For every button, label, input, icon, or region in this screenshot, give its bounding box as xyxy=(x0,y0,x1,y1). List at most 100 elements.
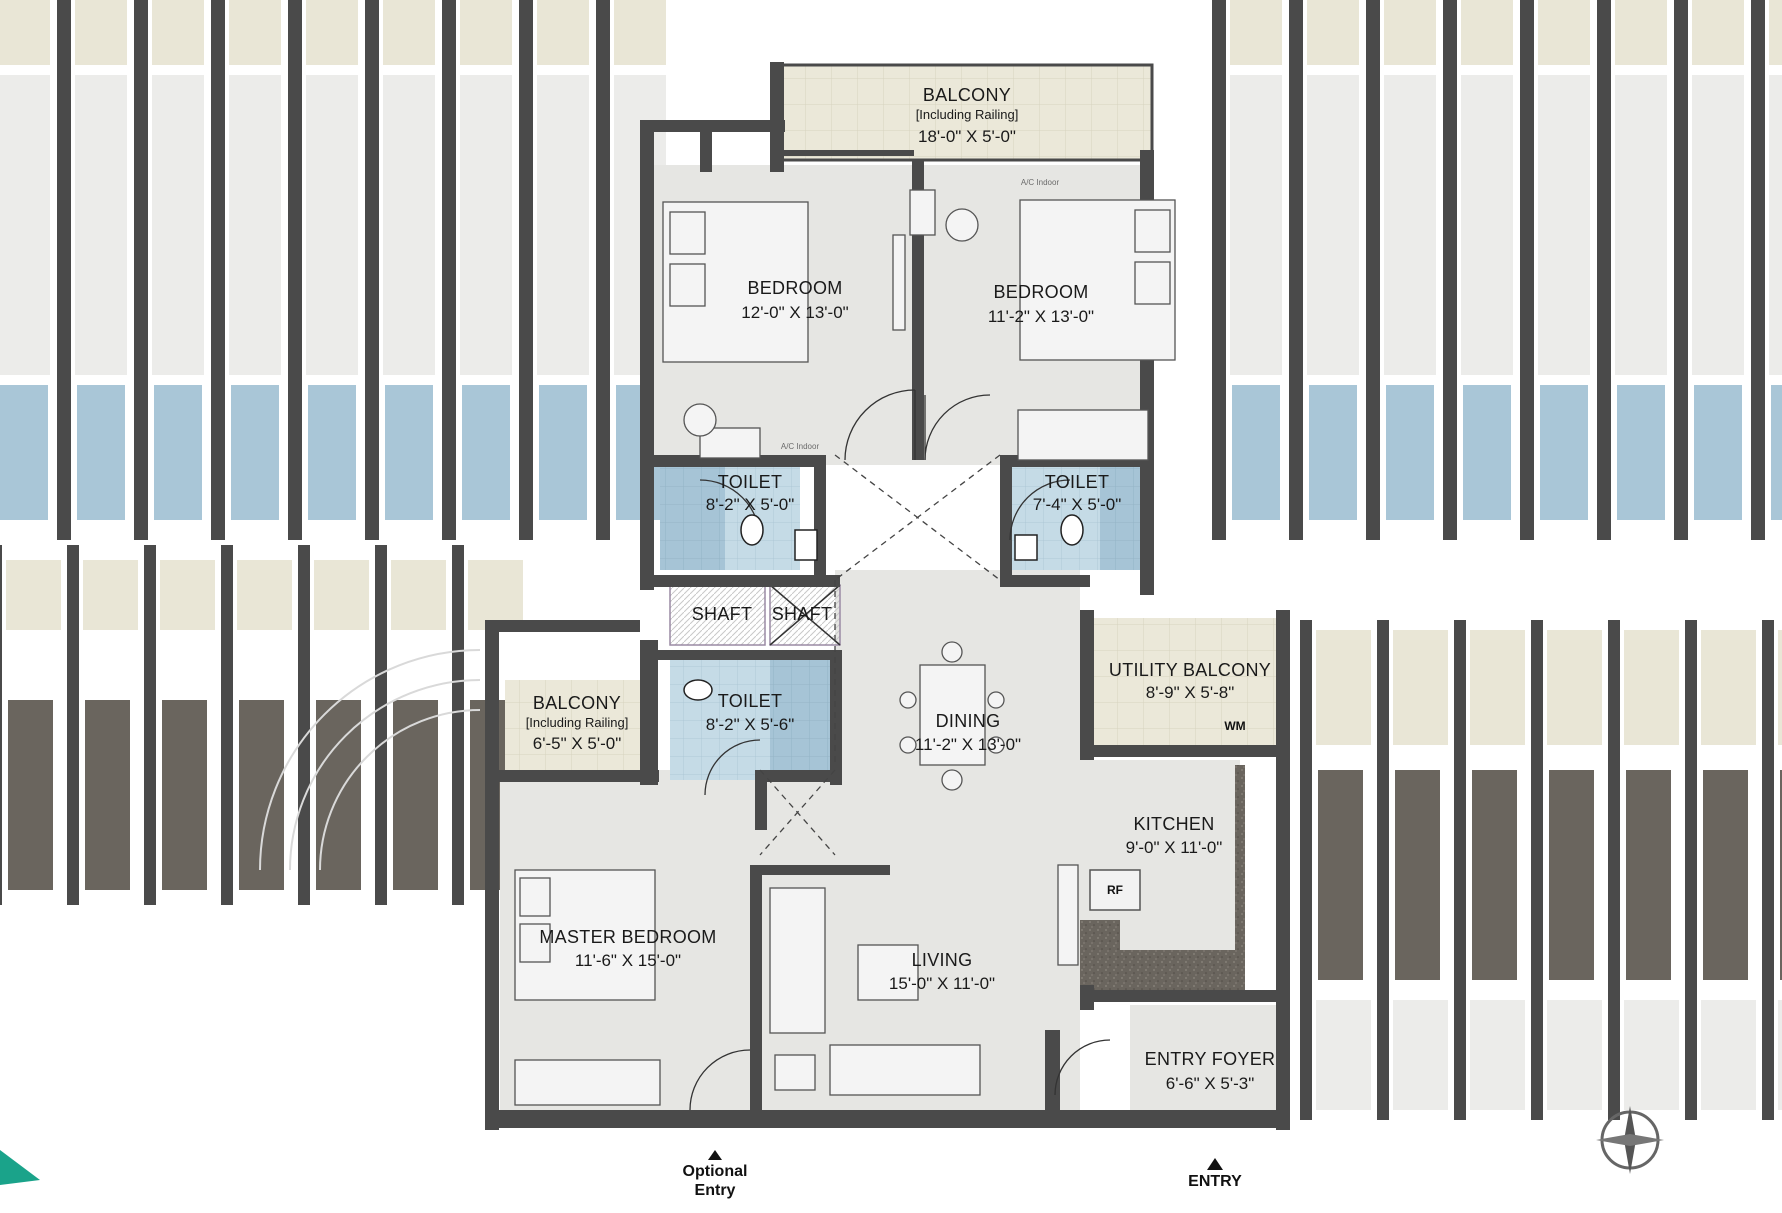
neighbour-toilet xyxy=(1617,385,1665,520)
kitchen-label: KITCHEN xyxy=(1133,814,1214,834)
neighbour-wall xyxy=(1674,0,1688,540)
neighbour-balcony xyxy=(229,0,281,65)
balcony-top-note: [Including Railing] xyxy=(916,107,1019,122)
neighbour-wall xyxy=(1531,620,1543,1120)
balcony-top-size: 18'-0" X 5'-0" xyxy=(918,127,1016,146)
neighbour-foyer xyxy=(1624,1000,1679,1110)
neighbour-balcony xyxy=(391,560,446,630)
neighbour-wall xyxy=(452,545,464,905)
ac-indoor-label-1: A/C Indoor xyxy=(1021,178,1060,187)
neighbour-wall xyxy=(298,545,310,905)
kitchen-size: 9'-0" X 11'-0" xyxy=(1126,838,1223,857)
neighbour-counter xyxy=(1780,770,1782,980)
neighbour-balcony xyxy=(1307,0,1359,65)
neighbour-balcony xyxy=(1393,630,1448,745)
balcony-left-floor xyxy=(505,680,640,775)
neighbour-balcony xyxy=(1384,0,1436,65)
neighbour-room xyxy=(383,75,435,375)
toilet-left-label: TOILET xyxy=(718,472,782,492)
neighbour-counter xyxy=(1395,770,1440,980)
utility-balcony-size: 8'-9" X 5'-8" xyxy=(1146,683,1235,702)
neighbour-wall xyxy=(144,545,156,905)
neighbour-wall xyxy=(57,0,71,540)
toilet-master-shower xyxy=(770,660,835,780)
neighbour-room xyxy=(1384,75,1436,375)
neighbour-wall xyxy=(1520,0,1534,540)
neighbour-foyer xyxy=(1778,1000,1782,1110)
neighbour-room xyxy=(306,75,358,375)
neighbour-balcony xyxy=(1692,0,1744,65)
neighbour-room xyxy=(1307,75,1359,375)
neighbour-counter xyxy=(1626,770,1671,980)
utility-balcony-floor xyxy=(1090,618,1285,746)
neighbour-wall xyxy=(1443,0,1457,540)
neighbour-counter xyxy=(162,700,207,890)
neighbour-balcony xyxy=(1778,630,1782,745)
refrigerator xyxy=(1089,869,1141,911)
neighbour-foyer xyxy=(1547,1000,1602,1110)
neighbour-wall xyxy=(519,0,533,540)
neighbour-counter xyxy=(1549,770,1594,980)
optional-entry-line1: Optional xyxy=(683,1163,748,1180)
neighbour-wall xyxy=(1212,0,1226,540)
neighbour-wall xyxy=(375,545,387,905)
neighbour-toilet xyxy=(154,385,202,520)
neighbour-wall xyxy=(1366,0,1380,540)
neighbour-balcony xyxy=(6,560,61,630)
shaft-2-label: SHAFT xyxy=(772,604,833,624)
neighbour-toilet xyxy=(1309,385,1357,520)
neighbour-balcony xyxy=(160,560,215,630)
neighbour-counter xyxy=(1318,770,1363,980)
utility-balcony-label: UTILITY BALCONY xyxy=(1109,660,1271,680)
neighbour-toilet xyxy=(1540,385,1588,520)
apartment-plan xyxy=(485,62,1290,1130)
ac-indoor-label-2: A/C Indoor xyxy=(781,442,820,451)
bedroom-right-size: 11'-2" X 13'-0" xyxy=(988,307,1094,326)
neighbour-units xyxy=(0,0,1782,1120)
wm-label: WM xyxy=(1224,719,1245,733)
toilet-fixtures xyxy=(683,514,1084,701)
neighbour-balcony xyxy=(1230,0,1282,65)
dining-size: 11'-2" X 13'-0" xyxy=(915,735,1021,754)
bedroom-left-label: BEDROOM xyxy=(747,278,842,298)
neighbour-balcony xyxy=(460,0,512,65)
neighbour-foyer xyxy=(1316,1000,1371,1110)
neighbour-room xyxy=(1615,75,1667,375)
neighbour-foyer xyxy=(1470,1000,1525,1110)
main-entry-arrow xyxy=(1207,1158,1223,1170)
main-entry-label: ENTRY xyxy=(1188,1173,1242,1190)
dining-chairs xyxy=(683,208,1005,791)
foyer-floor xyxy=(1130,1005,1285,1115)
neighbour-toilet xyxy=(539,385,587,520)
neighbour-wall xyxy=(1377,620,1389,1120)
neighbour-balcony xyxy=(314,560,369,630)
neighbour-room xyxy=(1461,75,1513,375)
balcony-left-note: [Including Railing] xyxy=(526,715,629,730)
neighbour-wall xyxy=(1685,620,1697,1120)
neighbour-room xyxy=(0,75,50,375)
neighbour-toilet xyxy=(1463,385,1511,520)
neighbour-balcony xyxy=(1624,630,1679,745)
walls xyxy=(485,62,1290,1130)
neighbour-counter xyxy=(393,700,438,890)
neighbour-room xyxy=(1769,75,1782,375)
neighbour-room xyxy=(1230,75,1282,375)
neighbour-wall xyxy=(1300,620,1312,1120)
neighbour-wall xyxy=(1289,0,1303,540)
neighbour-wall xyxy=(1762,620,1774,1120)
neighbour-toilet xyxy=(77,385,125,520)
neighbour-wall xyxy=(442,0,456,540)
neighbour-balcony xyxy=(614,0,666,65)
neighbour-balcony xyxy=(1701,630,1756,745)
neighbour-balcony xyxy=(468,560,523,630)
shaft-cross xyxy=(769,584,841,646)
optional-entry-line2: Entry xyxy=(695,1182,736,1199)
neighbour-toilet xyxy=(1232,385,1280,520)
neighbour-balcony xyxy=(0,0,50,65)
neighbour-wall xyxy=(134,0,148,540)
toilet-right-label: TOILET xyxy=(1045,472,1109,492)
accent-wedge xyxy=(0,1150,40,1185)
toilet-master-size: 8'-2" X 5'-6" xyxy=(706,715,795,734)
neighbour-wall xyxy=(365,0,379,540)
